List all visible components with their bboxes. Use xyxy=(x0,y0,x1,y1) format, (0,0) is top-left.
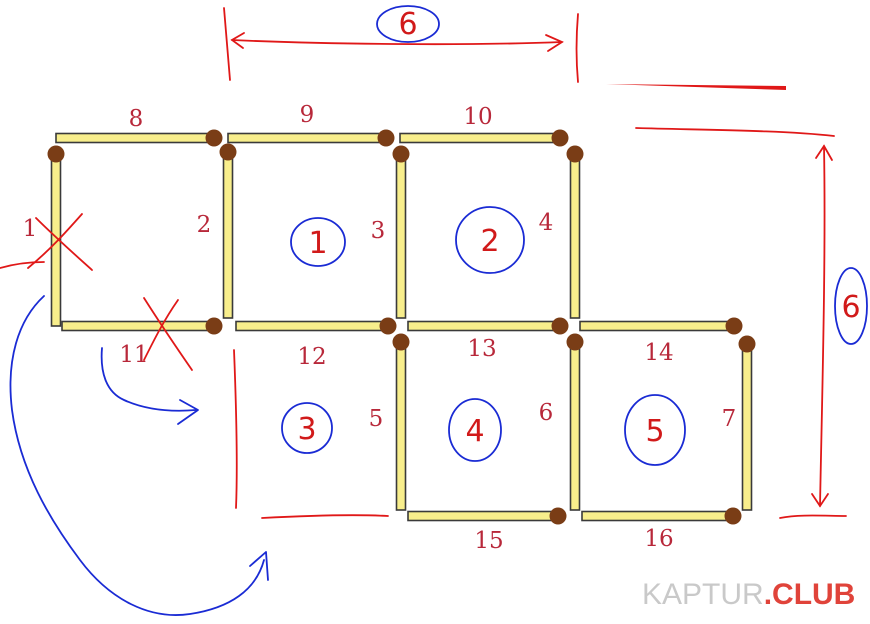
match-label-7: 7 xyxy=(722,406,737,432)
matchstick-11-head xyxy=(205,317,223,335)
top-dimension-ring xyxy=(376,5,440,43)
matchstick-12 xyxy=(235,320,389,332)
matchstick-15 xyxy=(407,510,559,522)
square-labels: 1 2 3 4 5 xyxy=(281,206,686,466)
matchstick-15-head xyxy=(549,507,567,525)
right-dimension-ring xyxy=(834,267,868,345)
matchstick-10-head xyxy=(551,129,569,147)
red-stroke-mark xyxy=(606,84,786,90)
right-dimension-value: 6 xyxy=(841,290,860,325)
match-label-9: 9 xyxy=(300,102,315,128)
square-label-5: 5 xyxy=(645,414,664,449)
matchstick-10 xyxy=(399,132,561,144)
matchstick-4 xyxy=(569,153,581,319)
matchstick-7-head xyxy=(738,335,756,353)
square-label-2: 2 xyxy=(480,224,499,259)
match-label-14: 14 xyxy=(644,340,673,366)
matchstick-11 xyxy=(61,320,215,332)
match-label-10: 10 xyxy=(463,104,492,130)
watermark: KAPTUR.CLUB xyxy=(642,578,855,611)
matchstick-4-head xyxy=(566,145,584,163)
matchstick-13-head xyxy=(551,317,569,335)
red-bottom-guide xyxy=(261,514,389,519)
match-label-3: 3 xyxy=(371,218,386,244)
red-left-guide xyxy=(233,349,238,509)
right-dimension-annotation: 6 xyxy=(635,127,868,519)
matchstick-labels: 1 2 3 4 5 6 7 8 9 10 11 12 13 14 15 16 xyxy=(23,102,737,554)
square-label-1: 1 xyxy=(308,226,327,261)
matchstick-8-head xyxy=(205,129,223,147)
matchstick-16-head xyxy=(724,507,742,525)
square-label-3: 3 xyxy=(297,412,316,447)
top-dimension-value: 6 xyxy=(398,7,417,42)
matchstick-6 xyxy=(569,341,581,511)
matchstick-6-head xyxy=(566,333,584,351)
removed-match-crosses xyxy=(0,213,193,371)
match-label-8: 8 xyxy=(129,106,144,132)
matchstick-5-head xyxy=(392,333,410,351)
match-label-11: 11 xyxy=(119,342,148,368)
matchstick-13 xyxy=(407,320,561,332)
match-label-6: 6 xyxy=(539,400,554,426)
matchstick-9-head xyxy=(377,129,395,147)
square-label-4: 4 xyxy=(465,414,484,449)
match-label-16: 16 xyxy=(644,526,673,552)
match-label-12: 12 xyxy=(297,344,326,370)
matchstick-1-head xyxy=(47,145,65,163)
match-label-5: 5 xyxy=(369,406,384,432)
matchstick-14 xyxy=(579,320,735,332)
matchstick-8 xyxy=(55,132,215,144)
move-arrow-match-1 xyxy=(9,295,265,616)
top-dimension-annotation: 6 xyxy=(223,5,579,83)
matchstick-7 xyxy=(741,343,753,511)
match-label-2: 2 xyxy=(197,212,212,238)
matchstick-16 xyxy=(581,510,734,522)
matchstick-2-head xyxy=(219,143,237,161)
matchstick-9 xyxy=(227,132,387,144)
move-arrows xyxy=(9,295,269,616)
match-label-1: 1 xyxy=(23,216,38,242)
matchstick-3 xyxy=(395,153,407,319)
match-label-13: 13 xyxy=(467,336,496,362)
matchstick-12-head xyxy=(379,317,397,335)
move-arrow-match-11 xyxy=(100,347,197,412)
matchstick-14-head xyxy=(725,317,743,335)
match-label-15: 15 xyxy=(474,528,503,554)
cross-match-11 xyxy=(143,297,193,371)
match-label-4: 4 xyxy=(539,210,554,236)
matchstick-3-head xyxy=(392,145,410,163)
matchstick-2 xyxy=(222,151,234,319)
matchsticks xyxy=(47,129,756,525)
matchstick-5 xyxy=(395,341,407,511)
